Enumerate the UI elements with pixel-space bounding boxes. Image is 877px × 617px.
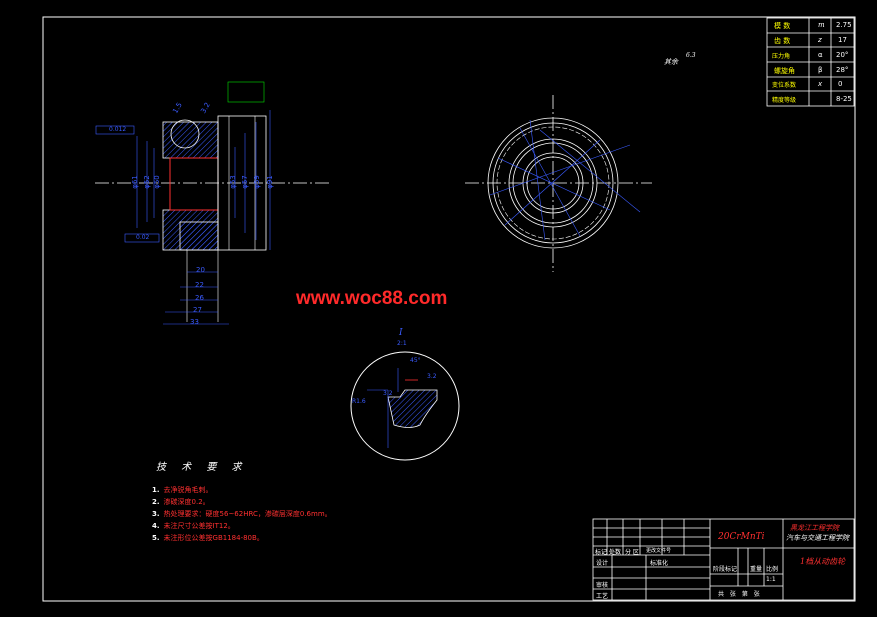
gear-table-value: 28° (836, 66, 849, 74)
gear-table-value: 20° (836, 51, 849, 59)
title-block (592, 518, 855, 601)
gear-table-value: 0 (838, 80, 843, 88)
gear-table-symbol: β (818, 66, 823, 74)
flatness-tolerance: 0.02 (136, 234, 150, 241)
gear-table-label: 模 数 (774, 22, 791, 30)
material-label: 20CrMnTi (718, 532, 765, 542)
gear-table-value: 8-25 (836, 95, 852, 103)
gear-table-symbol: m (818, 21, 825, 29)
tb-label-standardize: 标准化 (650, 560, 669, 567)
tb-label-process: 工艺 (596, 593, 609, 600)
tech-requirement-item: 1.去净锐角毛刺。 (152, 486, 213, 494)
gear-table-label: 变位系数 (772, 82, 797, 89)
dim-length: 33 (190, 318, 199, 326)
tb-label-change-doc: 更改文件号 (646, 548, 672, 554)
tech-requirement-item: 5.未注形位公差按GB1184-80B。 (152, 534, 264, 542)
tech-requirement-item: 2.渗碳深度0.2。 (152, 498, 210, 506)
gear-table-value: 2.75 (836, 21, 852, 29)
gear-table-label: 精度等级 (772, 97, 797, 104)
tb-label-stage-mark: 阶段标记 (713, 566, 738, 573)
dim-diameter: φ53 (228, 175, 237, 189)
tech-requirement-item: 4.未注尺寸公差按IT12。 (152, 522, 235, 530)
roughness-value: 6.3 (686, 52, 696, 59)
gear-table-symbol: α (818, 51, 823, 59)
school-department: 汽车与交通工程学院 (786, 534, 849, 542)
gear-table-label: 齿 数 (774, 37, 791, 45)
tech-requirement-item: 3.热处理要求：硬度56~62HRC，渗碳层深度0.6mm。 (152, 510, 332, 518)
dim-diameter: φ59 (252, 175, 261, 189)
gear-front-view (465, 95, 652, 272)
gear-section-view (95, 81, 330, 325)
drawing-border (42, 16, 856, 602)
school-name: 黑龙江工程学院 (790, 524, 839, 532)
detail-dim: 3.2 (427, 373, 437, 380)
tb-label-design: 设计 (596, 560, 609, 567)
dim-length: 20 (196, 266, 205, 274)
detail-angle: 45° (410, 357, 421, 364)
runout-tolerance: 0.012 (109, 126, 127, 133)
roughness-note: 其余 (664, 58, 678, 66)
tb-scale-value: 1:1 (766, 576, 776, 583)
drawing-name: 1档从动齿轮 (800, 557, 846, 566)
tb-label-scale: 比例 (766, 566, 779, 573)
detail-label: I (399, 328, 403, 338)
gear-table-symbol: z (818, 36, 822, 44)
tb-label-sheets: 共 张 第 张 (718, 591, 762, 598)
gear-parameter-table (766, 17, 855, 107)
detail-scale: 2:1 (397, 340, 407, 347)
tb-label-count: 处数 (609, 549, 622, 556)
dim-diameter: φ52 (142, 175, 151, 189)
gear-table-label: 压力角 (772, 53, 791, 60)
tb-label-weight: 重量 (750, 566, 763, 573)
dim-diameter: φ57 (240, 175, 249, 189)
detail-radius: R1.6 (352, 398, 366, 405)
tb-label-mark: 标记 (595, 549, 608, 556)
detail-view-i (350, 351, 460, 461)
gear-table-value: 17 (838, 36, 847, 44)
tb-label-zone: 分 区 (625, 549, 639, 556)
dim-length: 27 (193, 306, 202, 314)
dim-diameter: φ61 (130, 175, 139, 189)
gear-table-label: 螺旋角 (774, 67, 795, 75)
tech-requirements-title: 技 术 要 求 (156, 462, 248, 473)
dim-length: 26 (195, 294, 204, 302)
detail-dim: 3.2 (383, 390, 393, 397)
gear-table-symbol: x (818, 80, 823, 88)
dim-length: 22 (195, 281, 204, 289)
watermark-text: www.woc88.com (296, 288, 448, 309)
dim-diameter: φ91 (265, 175, 274, 189)
dim-diameter: φ50 (152, 175, 161, 189)
tb-label-review: 审核 (596, 582, 609, 589)
